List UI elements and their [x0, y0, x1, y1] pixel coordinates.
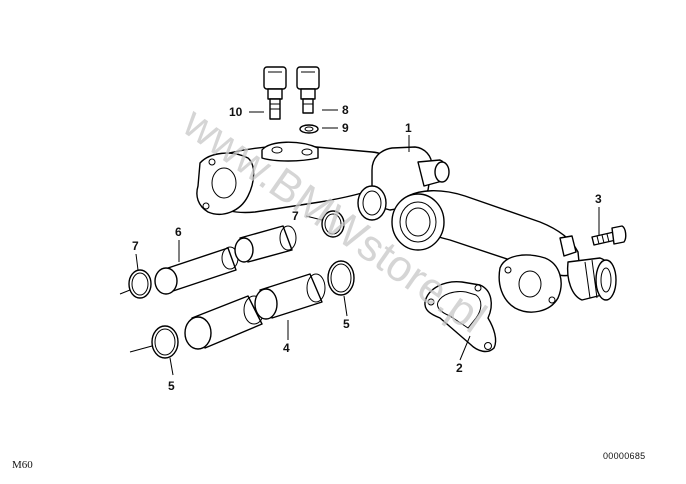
callouts: 1 2 3 4 5 5 6 7 7 8 9 10 — [132, 103, 602, 393]
callout-9: 9 — [342, 121, 349, 135]
callout-3: 3 — [595, 192, 602, 206]
callout-10: 10 — [229, 105, 243, 119]
callout-7-center: 7 — [292, 209, 299, 223]
model-code-label: M60 — [12, 459, 33, 471]
leader-lines — [119, 109, 600, 376]
gasket-part-2 — [424, 281, 497, 353]
callout-1: 1 — [405, 121, 412, 135]
sensor-part-8 — [296, 66, 320, 114]
callout-2: 2 — [456, 361, 463, 375]
callout-5-right: 5 — [343, 317, 350, 331]
diagram-number-label: 00000685 — [603, 451, 646, 461]
o-ring-part-7-center — [321, 210, 345, 238]
o-ring-part-5-left — [151, 325, 179, 359]
callout-5-left: 5 — [168, 379, 175, 393]
callout-7-left: 7 — [132, 239, 139, 253]
callout-6: 6 — [175, 225, 182, 239]
callout-8: 8 — [342, 103, 349, 117]
o-ring-part-7-left — [128, 269, 152, 299]
washer-part-9 — [299, 124, 319, 134]
sensor-part-10 — [263, 66, 287, 120]
bolt-part-3 — [591, 225, 627, 246]
coolant-manifold-part-1 — [196, 141, 617, 313]
o-ring-part-5-right — [327, 260, 355, 296]
hose-part-6 — [154, 225, 297, 295]
hose-part-4 — [184, 273, 326, 350]
callout-4: 4 — [283, 341, 290, 355]
